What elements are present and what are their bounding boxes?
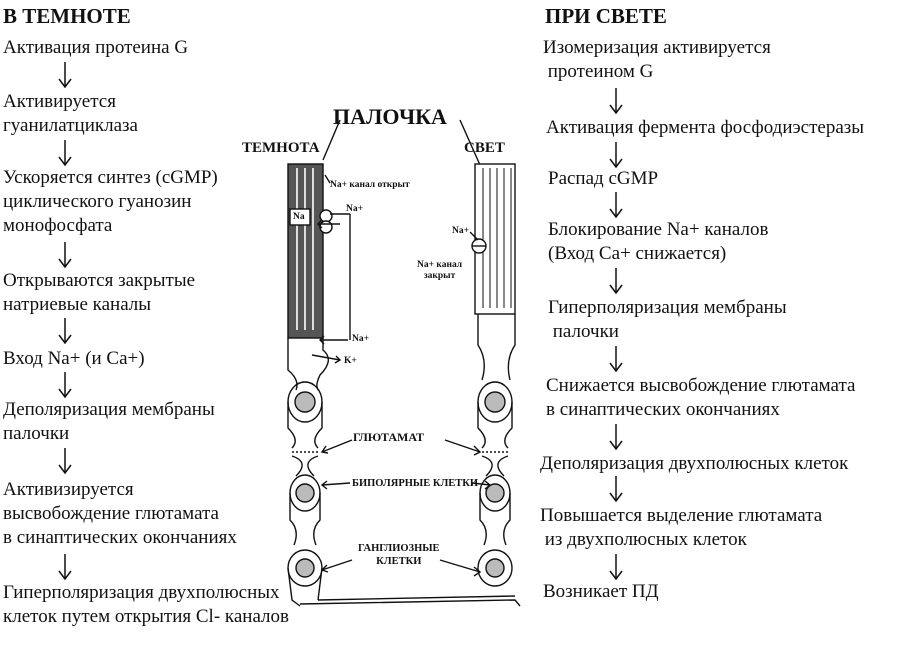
down-arrow-icon <box>609 268 623 295</box>
na-plus-bottom-label: Na+ <box>352 334 370 344</box>
na-inside-label: Na <box>293 212 305 222</box>
down-arrow-icon <box>609 88 623 115</box>
rod-title: ПАЛОЧКА <box>333 104 447 129</box>
dark-step-1: Активация протеина G <box>3 37 189 58</box>
down-arrow-icon <box>609 476 623 503</box>
dark-step-3: Ускоряется синтез (cGMP)циклического гуа… <box>3 167 218 236</box>
k-plus-label: K+ <box>344 356 357 366</box>
down-arrow-icon <box>58 242 72 269</box>
down-arrow-icon <box>609 192 623 219</box>
down-arrow-icon <box>58 448 72 475</box>
down-arrow-icon <box>609 424 623 451</box>
light-step-8: Повышается выделение глютамата из двухпо… <box>540 505 823 550</box>
light-title: ПРИ СВЕТЕ <box>545 4 667 28</box>
light-step-4: Блокирование Na+ каналов(Вход Ca+ снижае… <box>548 219 769 264</box>
down-arrow-icon <box>58 554 72 581</box>
light-step-9: Возникает ПД <box>543 581 659 602</box>
dark-step-5: Вход Na+ (и Ca+) <box>3 348 145 369</box>
down-arrow-icon <box>58 62 72 89</box>
down-arrow-icon <box>609 346 623 373</box>
na-plus-light-label: Na+ <box>452 226 470 236</box>
bipolar-cells-label: БИПОЛЯРНЫЕ КЛЕТКИ <box>352 478 479 489</box>
light-step-7: Деполяризация двухполюсных клеток <box>540 453 849 474</box>
down-arrow-icon <box>58 372 72 399</box>
light-step-2: Активация фермента фосфодиэстеразы <box>546 117 865 138</box>
dark-label: ТЕМНОТА <box>242 140 320 156</box>
light-step-3: Распад cGMP <box>548 168 659 189</box>
light-step-1: Изомеризация активируется протеином G <box>543 37 771 82</box>
na-channel-open-label: Na+ канал открыт <box>330 180 410 190</box>
dark-title: В ТЕМНОТЕ <box>3 4 131 28</box>
down-arrow-icon <box>58 318 72 345</box>
light-step-5: Гиперполяризация мембраны палочки <box>548 297 787 342</box>
glutamate-label: ГЛЮТАМАТ <box>353 430 424 444</box>
na-plus-top-label: Na+ <box>346 204 364 214</box>
down-arrow-icon <box>609 554 623 581</box>
down-arrow-icon <box>58 140 72 167</box>
down-arrow-icon <box>609 142 623 169</box>
